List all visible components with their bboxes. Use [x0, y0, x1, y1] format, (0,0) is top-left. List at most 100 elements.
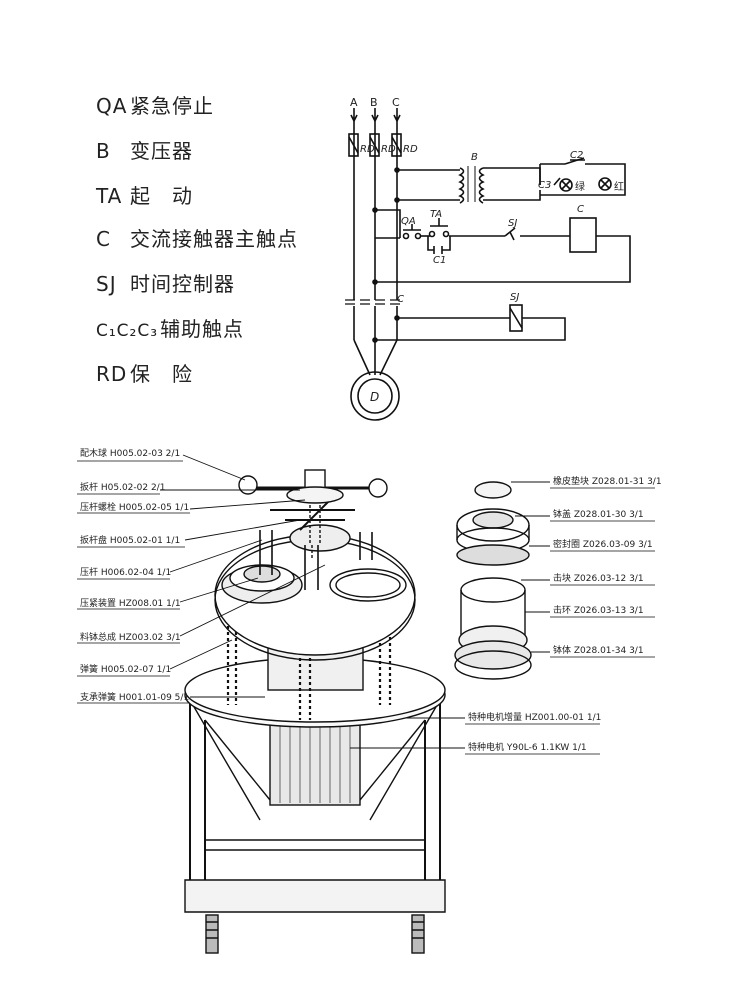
- green-lamp-label: 绿: [575, 180, 585, 193]
- green-lamp-cross: [561, 180, 571, 190]
- stop-button: [403, 224, 421, 231]
- pot-lid-boss: [472, 511, 514, 529]
- part-label: 密封圈 Z026.03-09 3/1: [553, 538, 653, 550]
- junction-dot: [394, 197, 400, 203]
- pot-right: [329, 568, 407, 602]
- red-lamp: [598, 177, 612, 191]
- press-threads: [309, 500, 321, 560]
- pot-body-base: [454, 650, 532, 680]
- legend-code: RD: [96, 362, 128, 386]
- press-screws: [259, 530, 373, 590]
- foot-bolt-left: [205, 914, 219, 954]
- contact-c1-label: C1: [433, 255, 446, 266]
- timer-contact-label: SJ: [508, 218, 517, 229]
- fuse-label-b: RD: [381, 144, 396, 155]
- motor-fins: [279, 722, 351, 803]
- junction-dot: [372, 337, 378, 343]
- machine-assembly: [77, 454, 655, 954]
- handle-ball-left: [238, 475, 258, 495]
- timer-contact: [504, 227, 516, 241]
- part-label: 料钵总成 HZ003.02 3/1: [80, 631, 181, 643]
- part-label: 橡皮垫块 Z028.01-31 3/1: [553, 475, 662, 487]
- red-lamp-label: 红: [614, 180, 624, 193]
- contact-c3: [553, 177, 561, 186]
- timer-coil-label: SJ: [510, 292, 519, 303]
- leader-line: [169, 639, 233, 670]
- phase-b-label: B: [370, 96, 378, 109]
- start-terminal: [428, 230, 436, 238]
- frame-braces: [189, 699, 441, 821]
- contact-c2-label: C2: [570, 150, 583, 161]
- green-lamp: [559, 178, 573, 192]
- leader-line: [169, 539, 263, 573]
- part-label: 弹簧 H005.02-07 1/1: [80, 663, 171, 675]
- contactor-coil: [569, 217, 597, 253]
- motor-label: D: [370, 390, 379, 404]
- part-label: 击块 Z026.03-12 3/1: [553, 572, 644, 584]
- legend-desc: 变压器: [130, 139, 193, 163]
- pot-right-inner: [335, 572, 401, 598]
- start-terminal-2: [442, 230, 450, 238]
- legend-row: C 交流接触器主触点: [96, 223, 298, 252]
- legend-desc: 交流接触器主触点: [130, 227, 298, 251]
- legend-desc: 时间控制器: [130, 272, 235, 296]
- timer-coil-mark: [509, 307, 523, 329]
- leader-line: [182, 454, 246, 481]
- phase-c-arrow: [393, 108, 401, 123]
- leader-line: [189, 499, 306, 510]
- bolt-threads: [206, 921, 424, 939]
- rubber-pad: [474, 481, 512, 499]
- legend-desc: 起 动: [130, 184, 193, 208]
- part-label: 钵体 Z028.01-34 3/1: [553, 644, 644, 656]
- part-label: 压紧装置 HZ008.01 1/1: [80, 597, 181, 609]
- legend-desc: 辅助触点: [160, 317, 245, 341]
- striker-sides: [460, 590, 526, 640]
- leader-line: [179, 564, 326, 637]
- circuit-diagram: A B C RD RD RD C D B C2: [345, 96, 631, 421]
- part-label: 扳杆盘 H005.02-01 1/1: [80, 534, 180, 546]
- motor-body: [269, 719, 361, 806]
- frame-base: [184, 879, 446, 913]
- motor-outer: [350, 371, 400, 421]
- legend-code: TA: [96, 184, 123, 208]
- pot-body: [454, 640, 532, 670]
- fuse-label-c: RD: [403, 144, 418, 155]
- lever-disc: [286, 486, 344, 504]
- legend-code: B: [96, 139, 111, 163]
- main-contactor-break: [345, 299, 405, 305]
- motor-feed: [353, 339, 398, 376]
- holding-contact-plates: [433, 246, 443, 254]
- legend-code: SJ: [96, 272, 117, 296]
- red-lamp-cross: [600, 179, 610, 189]
- part-label: 支承弹簧 H001.01-09 5/1: [80, 691, 189, 703]
- legend-code: C: [96, 227, 111, 251]
- holding-contact-c1: [427, 236, 451, 251]
- start-label: TA: [430, 209, 442, 220]
- contact-c3-label: C3: [538, 180, 551, 191]
- junction-dot: [372, 279, 378, 285]
- striker-block: [460, 577, 526, 603]
- contact-c2: [564, 157, 585, 165]
- frame-legs: [189, 700, 441, 880]
- leader-line: [184, 519, 301, 541]
- lamp-return: [540, 180, 626, 196]
- motor-inner: [357, 378, 393, 414]
- phase-a-label: A: [350, 96, 358, 109]
- spider-arms: [270, 499, 355, 531]
- part-label: 特种电机增量 HZ001.00-01 1/1: [468, 711, 601, 723]
- part-labels-left: 配木球 H005.02-03 2/1 扳杆 H05.02-02 2/1 压杆螺栓…: [80, 447, 189, 703]
- coil-label: C: [577, 204, 584, 215]
- label-underlines-left: [77, 460, 190, 704]
- left-leaders: [160, 454, 326, 698]
- start-button: [430, 218, 448, 227]
- lamp-circuit: [483, 167, 541, 201]
- transformer-leads: [397, 169, 460, 201]
- seal-ring: [456, 544, 530, 566]
- right-leaders: [350, 481, 550, 749]
- transformer-primary: [458, 167, 465, 204]
